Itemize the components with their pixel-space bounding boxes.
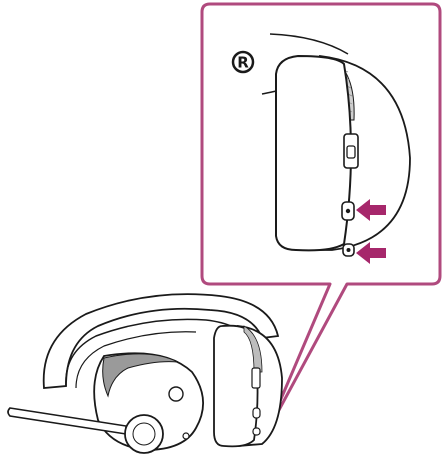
zoom-lower-button xyxy=(343,244,354,256)
right-earcup-port xyxy=(253,428,260,435)
left-earcup-button xyxy=(183,433,189,439)
boom-mic-pivot xyxy=(125,415,163,453)
right-earcup-button xyxy=(253,408,260,418)
left-earcup-dial xyxy=(169,387,183,401)
right-side-marker: R xyxy=(233,52,253,72)
side-marker-letter: R xyxy=(237,54,249,72)
zoom-upper-button xyxy=(342,202,354,220)
right-earcup-switch xyxy=(252,368,260,388)
zoom-slide-switch xyxy=(344,134,358,168)
zoom-earcup-panel xyxy=(276,56,351,250)
